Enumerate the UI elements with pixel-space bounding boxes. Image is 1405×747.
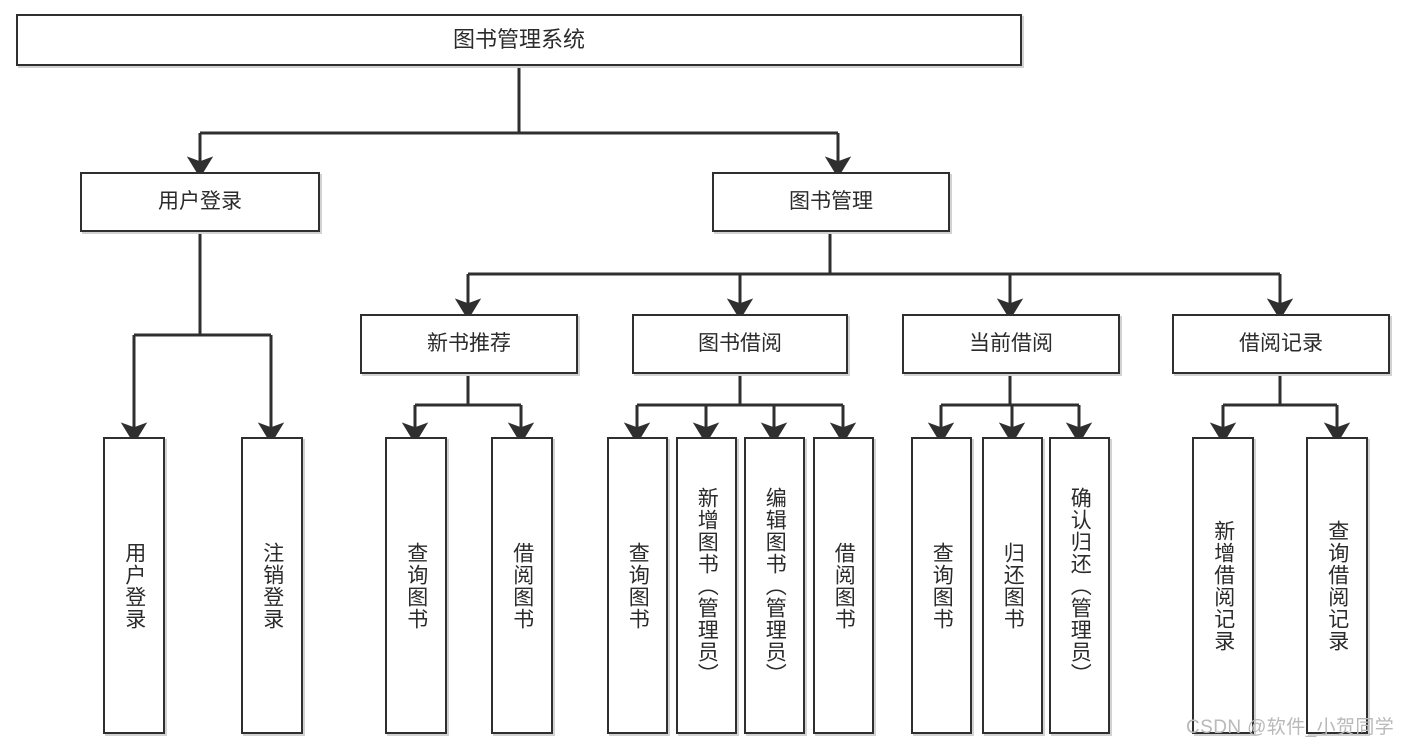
node-leaf-query-record-label: 查询借阅记录	[1325, 519, 1349, 652]
node-leaf-add-record[interactable]: 新增借阅记录	[1192, 437, 1254, 734]
node-root[interactable]: 图书管理系统	[16, 14, 1022, 66]
node-book-borrow-label: 图书借阅	[698, 331, 782, 355]
node-leaf-user-login[interactable]: 用户登录	[103, 437, 165, 734]
node-leaf-confirm-return[interactable]: 确认归还（管理员）	[1049, 437, 1110, 734]
node-leaf-query-record[interactable]: 查询借阅记录	[1306, 437, 1368, 734]
node-borrow-record-label: 借阅记录	[1239, 331, 1323, 355]
csdn-watermark: CSDN @软件_小贺同学	[1186, 717, 1395, 738]
node-leaf-query-book-1-label: 查询图书	[404, 541, 428, 630]
node-leaf-query-book-3[interactable]: 查询图书	[911, 437, 972, 734]
node-leaf-user-login-label: 用户登录	[122, 541, 146, 630]
node-borrow-record[interactable]: 借阅记录	[1172, 314, 1390, 374]
node-new-book-rec[interactable]: 新书推荐	[360, 314, 578, 374]
node-leaf-borrow-book-2-label: 借阅图书	[832, 541, 856, 630]
node-leaf-edit-book[interactable]: 编辑图书（管理员）	[744, 437, 805, 734]
node-leaf-add-book-label: 新增图书（管理员）	[695, 486, 719, 685]
node-leaf-borrow-book-2[interactable]: 借阅图书	[813, 437, 874, 734]
node-root-label: 图书管理系统	[452, 27, 585, 53]
node-book-manage-label: 图书管理	[789, 189, 873, 213]
node-current-borrow[interactable]: 当前借阅	[902, 314, 1120, 374]
node-book-borrow[interactable]: 图书借阅	[632, 314, 848, 374]
node-leaf-query-book-2-label: 查询图书	[626, 541, 650, 630]
node-book-manage[interactable]: 图书管理	[712, 172, 950, 232]
node-leaf-add-book[interactable]: 新增图书（管理员）	[676, 437, 737, 734]
node-new-book-rec-label: 新书推荐	[427, 331, 511, 355]
node-current-borrow-label: 当前借阅	[969, 331, 1053, 355]
node-leaf-borrow-book-1-label: 借阅图书	[510, 541, 534, 630]
node-leaf-confirm-return-label: 确认归还（管理员）	[1068, 486, 1092, 685]
node-leaf-query-book-2[interactable]: 查询图书	[607, 437, 668, 734]
node-leaf-add-record-label: 新增借阅记录	[1211, 519, 1235, 652]
node-leaf-borrow-book-1[interactable]: 借阅图书	[491, 437, 553, 734]
node-user-login-label: 用户登录	[158, 189, 242, 213]
node-leaf-edit-book-label: 编辑图书（管理员）	[763, 486, 787, 685]
node-leaf-return-book[interactable]: 归还图书	[982, 437, 1043, 734]
node-leaf-query-book-3-label: 查询图书	[930, 541, 954, 630]
node-leaf-logout-label: 注销登录	[260, 541, 284, 630]
node-leaf-logout[interactable]: 注销登录	[241, 437, 303, 734]
node-user-login[interactable]: 用户登录	[80, 172, 320, 232]
node-leaf-return-book-label: 归还图书	[1001, 541, 1025, 630]
node-leaf-query-book-1[interactable]: 查询图书	[385, 437, 447, 734]
